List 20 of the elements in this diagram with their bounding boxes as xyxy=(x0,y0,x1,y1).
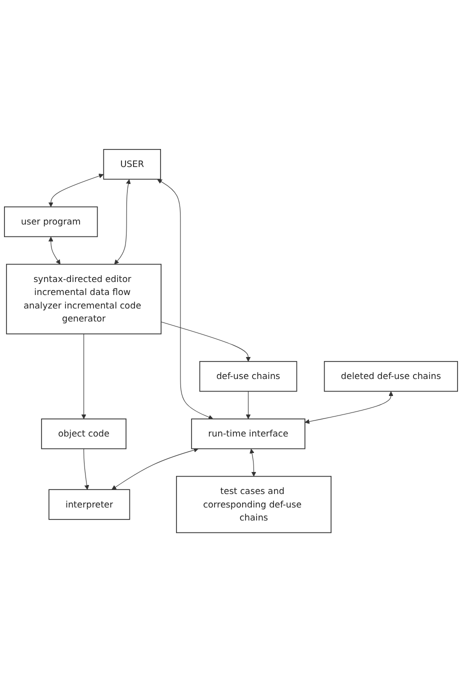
arrow xyxy=(112,448,199,490)
arrow xyxy=(250,448,256,477)
node-box: interpreter xyxy=(48,489,130,520)
node-box: USER xyxy=(103,148,161,180)
arrow xyxy=(48,236,60,264)
node-box: test cases and corresponding def-use chains xyxy=(176,476,332,534)
arrow xyxy=(157,179,214,420)
arrow xyxy=(114,179,131,264)
arrow xyxy=(160,322,251,362)
node-box: run-time interface xyxy=(191,418,306,450)
node-box: user program xyxy=(4,206,98,238)
node-box: deleted def-use chains xyxy=(324,361,458,392)
arrow xyxy=(246,390,251,420)
node-box: def-use chains xyxy=(199,361,298,392)
arrow xyxy=(81,334,86,420)
arrow xyxy=(304,391,394,424)
node-box: object code xyxy=(41,418,126,450)
arrow xyxy=(48,174,104,208)
node-box: syntax-directed editor incremental data flow analyzer incremental code generator xyxy=(6,264,162,334)
arrow xyxy=(84,448,90,490)
